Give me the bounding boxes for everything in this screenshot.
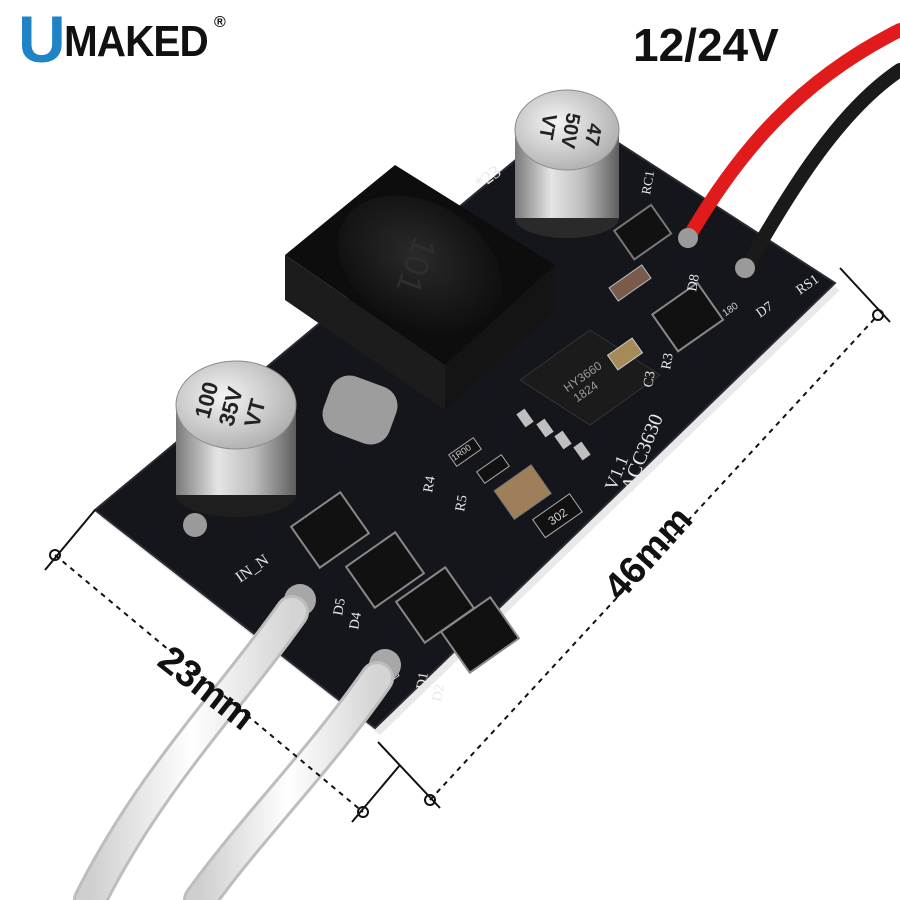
length-dimension-label: 46mm (596, 499, 701, 609)
silk-d1: D1 (414, 671, 432, 690)
ac-wires (73, 595, 394, 900)
cap-large-value: 47 (580, 122, 606, 148)
brand-logo-initial: U (18, 2, 66, 76)
silk-c3: C3 (641, 370, 659, 389)
silk-rc1: RC1 (638, 169, 657, 195)
capacitor-100uf: 100 35V VT (175, 360, 297, 517)
silk-d8: D8 (685, 273, 703, 292)
voltage-label: 12/24V (633, 19, 779, 71)
inductor: 101 (285, 165, 555, 445)
brand-logo: U MAKED ® (18, 6, 226, 76)
silk-r3: R3 (659, 352, 677, 371)
capacitor-47uf: 47 50V VT (514, 89, 620, 238)
silk-d4: D4 (347, 611, 365, 630)
dc-wires (678, 23, 900, 278)
smd-components: 302 180 1R00 (289, 203, 741, 675)
silk-d2: D2 (430, 683, 448, 702)
silk-r4: R4 (421, 475, 439, 494)
cap-large-series: VT (534, 112, 560, 141)
registered-mark: ® (214, 14, 226, 31)
silk-r5: R5 (453, 494, 471, 513)
brand-logo-name: MAKED (63, 17, 209, 66)
silk-d5: D5 (331, 597, 349, 616)
